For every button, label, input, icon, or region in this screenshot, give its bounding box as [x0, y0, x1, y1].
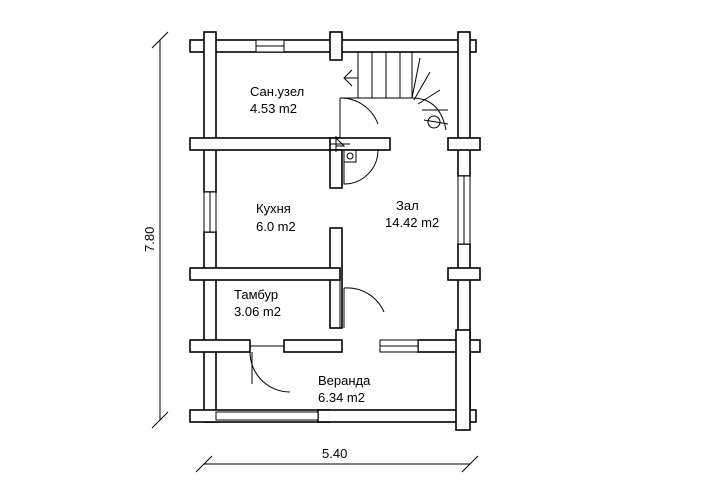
doors	[249, 97, 385, 393]
room-name-veranda: Веранда	[318, 373, 371, 388]
room-name-kitchen: Кухня	[256, 201, 291, 216]
dimension-lines: 7.80 5.40	[142, 31, 479, 473]
room-area-vestibule: 3.06 m2	[234, 304, 281, 319]
room-area-bathroom: 4.53 m2	[250, 101, 297, 116]
dimension-height: 7.80	[142, 227, 157, 252]
room-labels: Сан.узел 4.53 m2 Кухня 6.0 m2 Зал 14.42 …	[234, 84, 439, 405]
room-area-hall: 14.42 m2	[385, 215, 439, 230]
room-area-veranda: 6.34 m2	[318, 390, 365, 405]
room-name-bathroom: Сан.узел	[250, 84, 304, 99]
room-name-vestibule: Тамбур	[234, 287, 278, 302]
staircase	[342, 52, 449, 131]
windows	[203, 39, 471, 421]
stove	[330, 136, 379, 185]
room-name-hall: Зал	[396, 198, 419, 213]
dimension-width: 5.40	[322, 446, 347, 461]
room-area-kitchen: 6.0 m2	[256, 219, 296, 234]
walls	[189, 31, 481, 431]
